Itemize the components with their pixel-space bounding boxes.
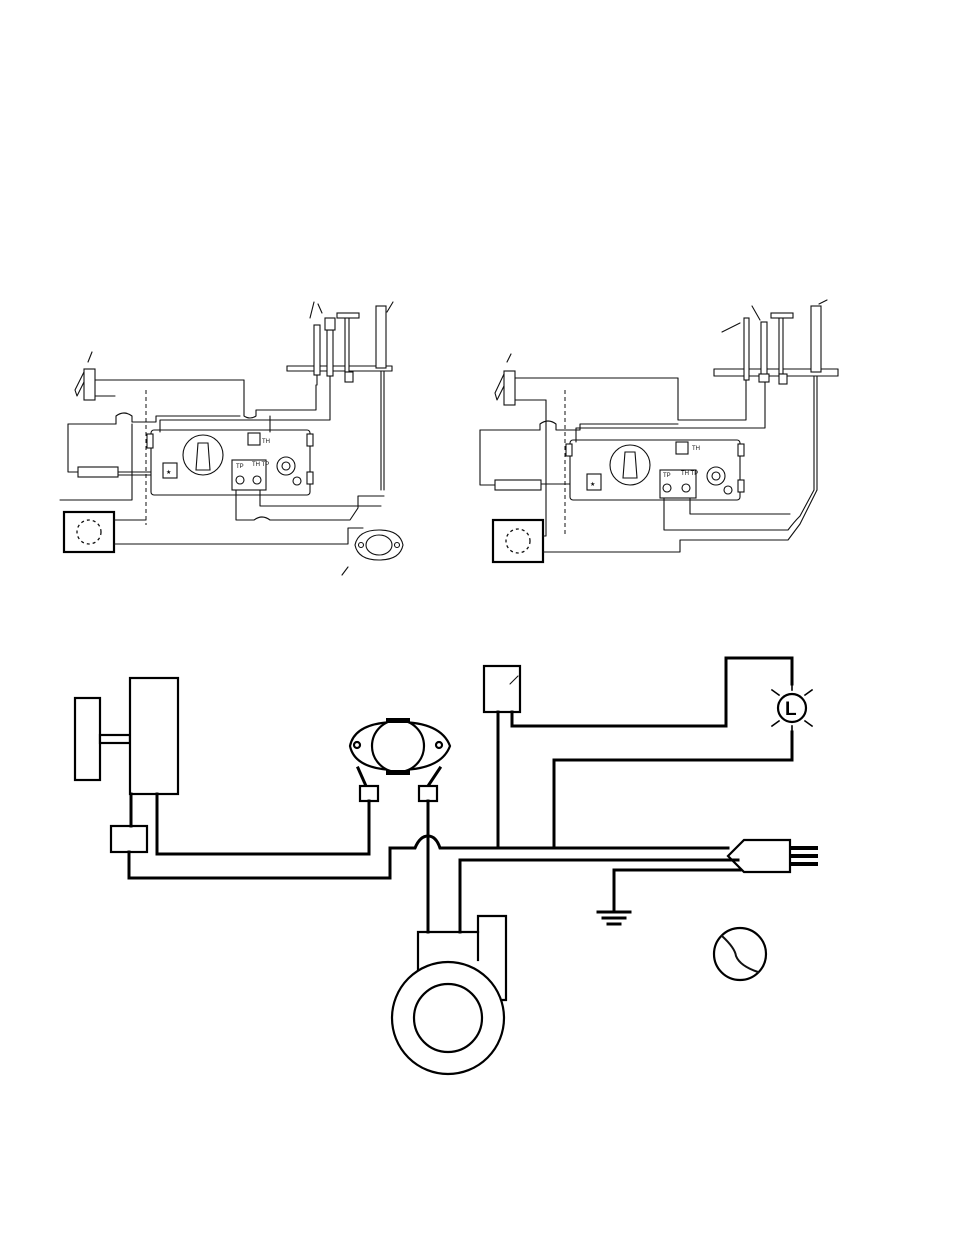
blower-wiring-diagram: L <box>75 658 818 1074</box>
left-limit-switch <box>342 530 403 575</box>
left-terminal-th-label: TH <box>262 439 270 445</box>
left-igniter-icon <box>345 316 349 372</box>
right-rocker-switch <box>495 354 678 405</box>
speed-control-connector <box>111 826 147 852</box>
right-thermocouple-icon <box>744 318 749 380</box>
right-thermopile-icon <box>761 322 767 380</box>
thermodisc-switch-icon <box>350 718 450 801</box>
right-ignitor-module-icon <box>495 480 541 490</box>
blower-motor-icon <box>392 916 506 1074</box>
right-remote-receiver-icon <box>493 520 543 562</box>
right-terminal-th-tp-label: TH TP <box>681 471 698 477</box>
lamp-switch-icon <box>484 666 520 712</box>
left-junction-box <box>68 424 80 472</box>
left-ignitor-module-icon <box>78 467 118 477</box>
power-plug-icon <box>728 840 818 872</box>
left-switch-toggle-icon <box>75 372 84 396</box>
left-thermocouple-icon <box>314 325 320 375</box>
left-remote-receiver-icon <box>64 512 114 552</box>
left-rocker-switch <box>75 352 244 400</box>
right-pilot-hood-icon <box>811 306 821 372</box>
left-pilot-hood-icon <box>376 306 386 368</box>
right-terminal-tp-label: TP <box>663 473 671 479</box>
wiring-runs <box>129 658 792 932</box>
ac-source-icon <box>714 928 766 980</box>
right-valve-diagram: ★ TP TH TP TH <box>480 300 838 562</box>
speed-control-knob-icon[interactable] <box>75 698 100 780</box>
left-gas-valve: ★ TP TH TP TH <box>147 430 313 495</box>
svg-text:★: ★ <box>166 469 171 476</box>
left-terminal-tp-label: TP <box>236 464 244 470</box>
speed-control-box <box>130 678 178 794</box>
right-switch-toggle-icon <box>495 374 504 400</box>
left-thermopile-icon <box>327 330 333 376</box>
left-terminal-th-tp-label: TH TP <box>252 462 269 468</box>
right-junction-box <box>480 430 495 485</box>
svg-text:★: ★ <box>590 481 595 488</box>
light-symbol-label: L <box>785 699 797 720</box>
left-valve-diagram: ★ TP TH TP TH <box>60 302 403 575</box>
ground-icon <box>598 870 630 924</box>
right-igniter-icon <box>779 316 783 374</box>
light-bulb-icon: L <box>772 684 812 732</box>
right-gas-valve: ★ TP TH TP TH <box>566 440 744 500</box>
right-terminal-th-label: TH <box>692 446 700 452</box>
